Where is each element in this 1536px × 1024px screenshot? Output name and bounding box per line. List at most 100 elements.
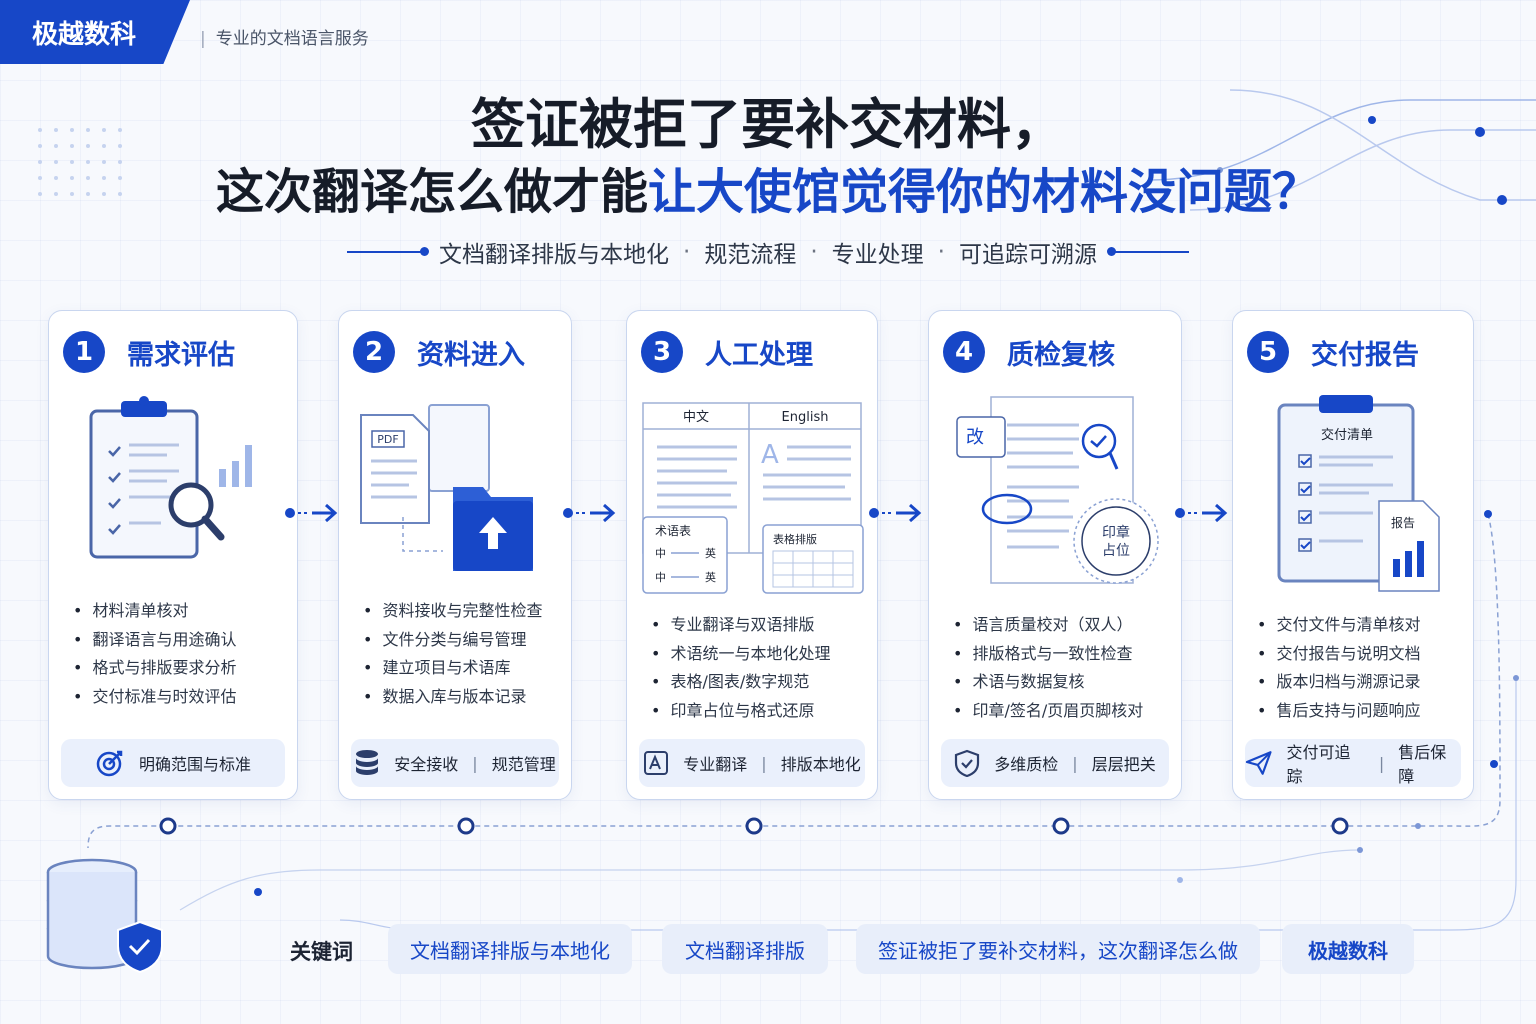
pill-label: 排版本地化 — [780, 755, 861, 774]
step-header: 3 人工处理 — [641, 331, 813, 373]
glyph-a: A — [761, 440, 779, 470]
col-zh-label: 中文 — [683, 410, 709, 425]
title-prefix: 这次翻译怎么做才能 — [215, 164, 648, 220]
subtitle-dash-right — [1106, 247, 1189, 256]
step-number: 3 — [641, 331, 683, 373]
shield-check-icon — [955, 749, 980, 777]
file-upload-icon: PDF — [360, 404, 533, 571]
list-item: 术语统一与本地化处理 — [651, 640, 830, 669]
target-icon — [96, 750, 123, 777]
step-summary-pill: 专业翻译 | 排版本地化 — [639, 739, 865, 787]
step-number: 2 — [353, 331, 395, 373]
subtitle-sep: · — [683, 239, 691, 265]
seal-label-2: 占位 — [1102, 543, 1130, 559]
tagline: 专业的文档语言服务 — [200, 24, 369, 49]
pill-label: 明确范围与标准 — [138, 755, 251, 774]
flow-arrow-icon — [869, 503, 922, 523]
table-label: 表格排版 — [773, 532, 817, 546]
step-title: 需求评估 — [127, 339, 235, 371]
title-highlight: 让大使馆觉得你的材料没问题？ — [648, 164, 1321, 220]
step-summary-pill: 明确范围与标准 — [61, 739, 285, 787]
step-title: 交付报告 — [1311, 339, 1419, 371]
step-card-3: 3 人工处理 中文 English A 术语表 中 英 中 英 表格排版 专业翻… — [626, 310, 878, 800]
list-item: 交付标准与时效评估 — [73, 683, 236, 712]
list-item: 资料接收与完整性检查 — [363, 597, 542, 626]
col-en-label: English — [782, 410, 829, 425]
list-item: 术语与数据复核 — [953, 668, 1143, 697]
subtitle-item: 专业处理 — [831, 242, 924, 268]
list-item: 数据入库与版本记录 — [363, 683, 542, 712]
subtitle-bar: 文档翻译排版与本地化 · 规范流程 · 专业处理 · 可追踪可溯源 — [0, 234, 1536, 270]
decorative-lines — [1150, 89, 1536, 211]
timeline-connector — [87, 510, 1519, 931]
decorative-dots — [38, 128, 122, 196]
keyword-tag[interactable]: 文档翻译排版与本地化 — [388, 924, 632, 974]
step-summary-pill: 安全接收 | 规范管理 — [351, 739, 559, 787]
pill-separator: | — [761, 753, 767, 773]
pill-separator: | — [1072, 753, 1078, 773]
en-label: 英 — [705, 570, 716, 584]
list-item: 建立项目与术语库 — [363, 654, 542, 683]
pill-label: 安全接收 — [394, 755, 459, 774]
keywords-label: 关键词 — [290, 940, 353, 964]
step-title: 质检复核 — [1007, 339, 1115, 371]
step-bullets: 语言质量校对（双人） 排版格式与一致性检查 术语与数据复核 印章/签名/页眉页脚… — [953, 611, 1143, 725]
step-bullets: 专业翻译与双语排版 术语统一与本地化处理 表格/图表/数字规范 印章占位与格式还… — [651, 611, 830, 725]
zh-label: 中 — [655, 547, 666, 560]
list-item: 材料清单核对 — [73, 597, 236, 626]
list-item: 专业翻译与双语排版 — [651, 611, 830, 640]
glossary-label: 术语表 — [655, 524, 691, 538]
pill-separator: | — [1378, 753, 1385, 773]
step-header: 2 资料进入 — [353, 331, 525, 373]
step-header: 1 需求评估 — [63, 331, 235, 373]
subtitle-item: 文档翻译排版与本地化 — [439, 242, 670, 268]
page-title-line1: 签证被拒了要补交材料， — [471, 93, 1065, 156]
checklist-label: 交付清单 — [1321, 427, 1373, 443]
bilingual-doc-icon: 中文 English A 术语表 中 英 中 英 表格排版 — [642, 402, 864, 594]
page-title-line2: 这次翻译怎么做才能让大使馆觉得你的材料没问题？ — [0, 152, 1536, 222]
step-summary-pill: 交付可追踪 | 售后保障 — [1245, 739, 1461, 787]
step-number: 5 — [1247, 331, 1289, 373]
database-shield-icon — [46, 858, 163, 974]
subtitle-item: 规范流程 — [704, 242, 797, 268]
report-label: 报告 — [1391, 515, 1415, 530]
send-icon — [1245, 751, 1272, 775]
list-item: 交付文件与清单核对 — [1257, 611, 1420, 640]
seal-label-1: 印章 — [1102, 524, 1130, 541]
flow-arrow-icon — [563, 503, 616, 523]
translate-icon — [644, 751, 669, 775]
subtitle-dash-left — [347, 247, 430, 256]
quality-check-icon: 改 印章 占位 — [956, 396, 1159, 584]
step-number: 1 — [63, 331, 105, 373]
delivery-report-icon: 交付清单 报告 — [1277, 395, 1440, 592]
pill-label: 专业翻译 — [683, 755, 748, 774]
clipboard-search-icon — [89, 396, 252, 559]
pill-label: 交付可追踪 — [1286, 743, 1351, 786]
pill-separator: | — [472, 753, 478, 773]
edit-label: 改 — [966, 427, 984, 448]
en-label: 英 — [705, 546, 716, 560]
subtitle-sep: · — [937, 239, 945, 265]
step-title: 资料进入 — [417, 339, 525, 371]
list-item: 语言质量校对（双人） — [953, 611, 1143, 640]
step-card-2: 2 资料进入 PDF 资料接收与完整性检查 文件分类与编号管理 建立项目与术语库… — [338, 310, 572, 800]
keyword-tag[interactable]: 文档翻译排版 — [662, 924, 828, 974]
keyword-tag[interactable]: 签证被拒了要补交材料，这次翻译怎么做 — [856, 924, 1260, 974]
subtitle-item: 可追踪可溯源 — [958, 242, 1097, 268]
step-bullets: 交付文件与清单核对 交付报告与说明文档 版本归档与溯源记录 售后支持与问题响应 — [1257, 611, 1420, 725]
list-item: 版本归档与溯源记录 — [1257, 668, 1420, 697]
list-item: 印章/签名/页眉页脚核对 — [953, 697, 1143, 726]
list-item: 翻译语言与用途确认 — [73, 626, 236, 655]
step-card-5: 5 交付报告 交付清单 报告 交付文件与清单核对 交付报告与说明文档 版本归档与… — [1232, 310, 1474, 800]
list-item: 售后支持与问题响应 — [1257, 697, 1420, 726]
keyword-tag[interactable]: 极越数科 — [1282, 924, 1414, 974]
step-card-1: 1 需求评估 材料清单核对 翻译语言与用途确认 格式与排版要求分析 交付标准与时… — [48, 310, 298, 800]
list-item: 排版格式与一致性检查 — [953, 640, 1143, 669]
zh-label: 中 — [655, 571, 666, 584]
step-header: 5 交付报告 — [1247, 331, 1419, 373]
step-summary-pill: 多维质检 | 层层把关 — [941, 739, 1169, 787]
step-bullets: 资料接收与完整性检查 文件分类与编号管理 建立项目与术语库 数据入库与版本记录 — [363, 597, 542, 711]
pill-label: 规范管理 — [491, 755, 556, 774]
flow-arrow-icon — [285, 503, 338, 523]
step-header: 4 质检复核 — [943, 331, 1115, 373]
